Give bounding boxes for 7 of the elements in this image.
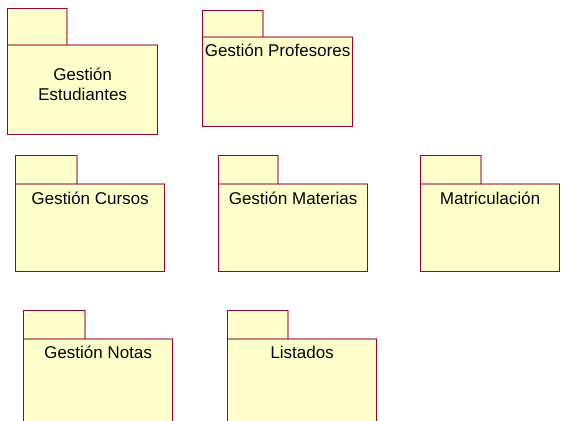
package-name: Gestión Profesores (204, 41, 351, 61)
package-name: Listados (269, 343, 335, 363)
package-name: Gestión Notas (43, 343, 153, 363)
package-name: Matriculación (438, 189, 542, 209)
package-name: Gestión Estudiantes (37, 65, 128, 105)
package-name: Gestión Materias (228, 189, 358, 209)
package-name: Gestión Cursos (30, 189, 150, 209)
